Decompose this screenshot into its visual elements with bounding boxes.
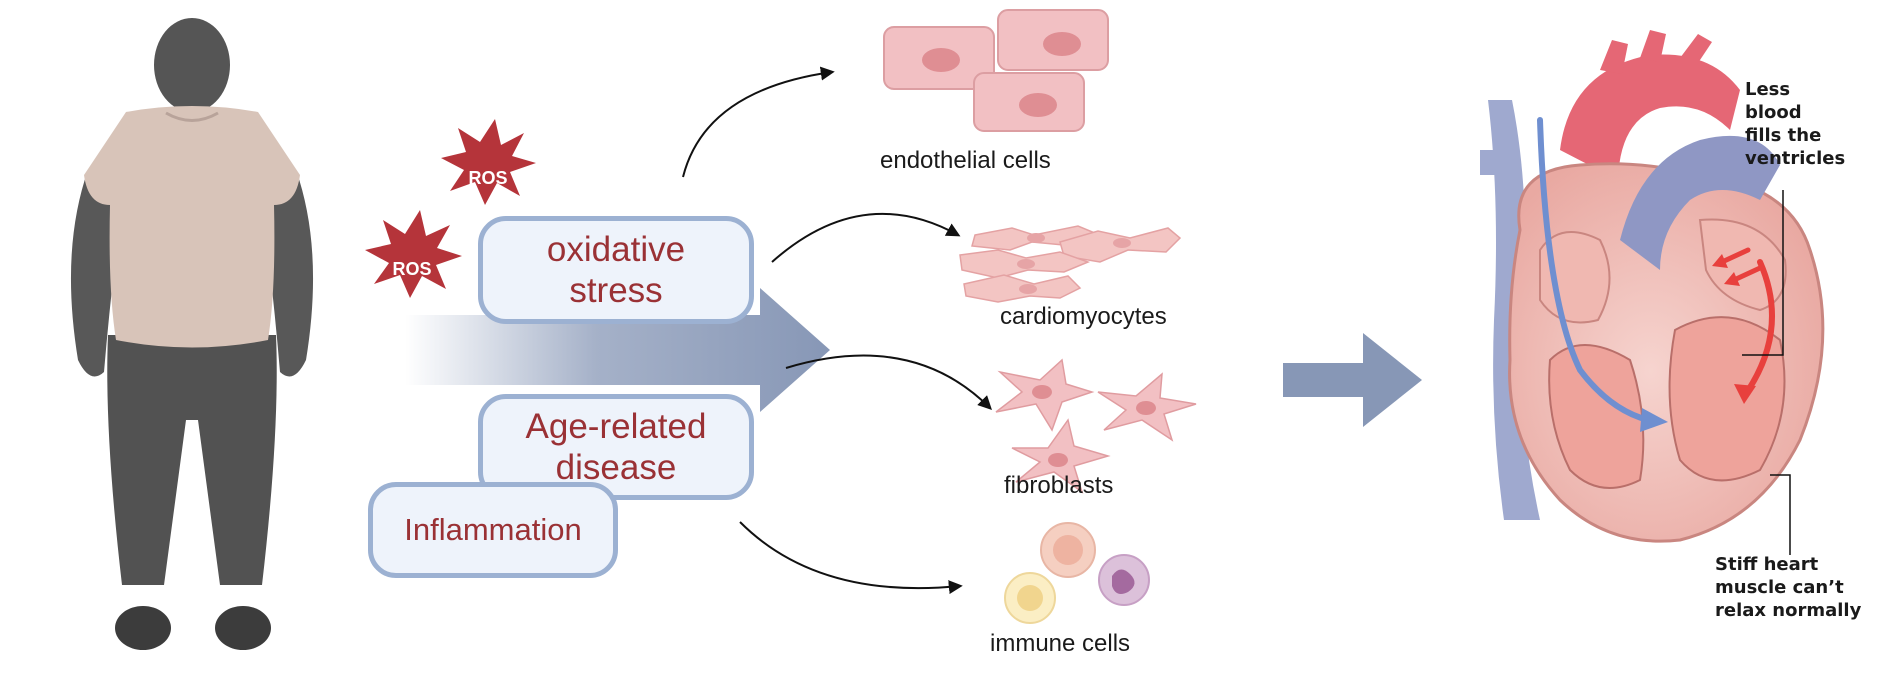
ros-label-bottom: ROS (392, 259, 431, 279)
oxidative-stress-line1: oxidative (546, 229, 686, 269)
heart-illustration (1480, 30, 1825, 555)
inflammation-box: Inflammation (368, 482, 618, 578)
heart-arrow (1283, 333, 1422, 427)
heart-note-stiff-muscle: Stiff heart muscle can’t relax normally (1715, 553, 1861, 622)
heart-note-top-line1: Less (1745, 79, 1791, 100)
ros-star-top (441, 119, 536, 205)
fibroblasts-illustration (995, 358, 1197, 494)
fibroblasts-label: fibroblasts (1004, 472, 1114, 499)
arrow-to-immune (739, 521, 963, 595)
ros-star-bottom (365, 210, 462, 298)
person-silhouette (70, 18, 314, 650)
ros-label-top: ROS (468, 168, 507, 188)
heart-note-top-line2: blood (1745, 102, 1802, 124)
oxidative-stress-line2: stress (569, 271, 663, 310)
arrow-to-cardiomyocytes (771, 212, 961, 263)
heart-note-bottom-line1: Stiff heart (1715, 554, 1819, 575)
age-related-disease-line2: disease (555, 448, 677, 487)
heart-note-bottom-line3: relax normally (1715, 600, 1862, 622)
age-related-disease-line1: Age-related (525, 406, 707, 446)
age-related-disease-box: Age-related disease (478, 394, 754, 500)
inflammation-label: Inflammation (404, 511, 582, 547)
heart-note-bottom-line2: muscle can’t (1715, 577, 1844, 599)
immune-cells-illustration (1004, 522, 1150, 624)
heart-note-top-line4: ventricles (1745, 148, 1846, 170)
endothelial-cells-label: endothelial cells (880, 147, 1051, 174)
arrow-to-fibroblasts (785, 354, 992, 410)
endothelial-cells-illustration (883, 9, 1109, 132)
cardiomyocytes-label: cardiomyocytes (1000, 303, 1167, 330)
heart-note-top-line3: fills the (1745, 125, 1822, 147)
heart-note-less-blood: Less blood fills the ventricles (1745, 78, 1845, 170)
immune-cells-label: immune cells (990, 630, 1131, 657)
arrow-to-endothelial (682, 66, 835, 178)
oxidative-stress-box: oxidative stress (478, 216, 754, 324)
cardiomyocytes-illustration (959, 225, 1182, 303)
